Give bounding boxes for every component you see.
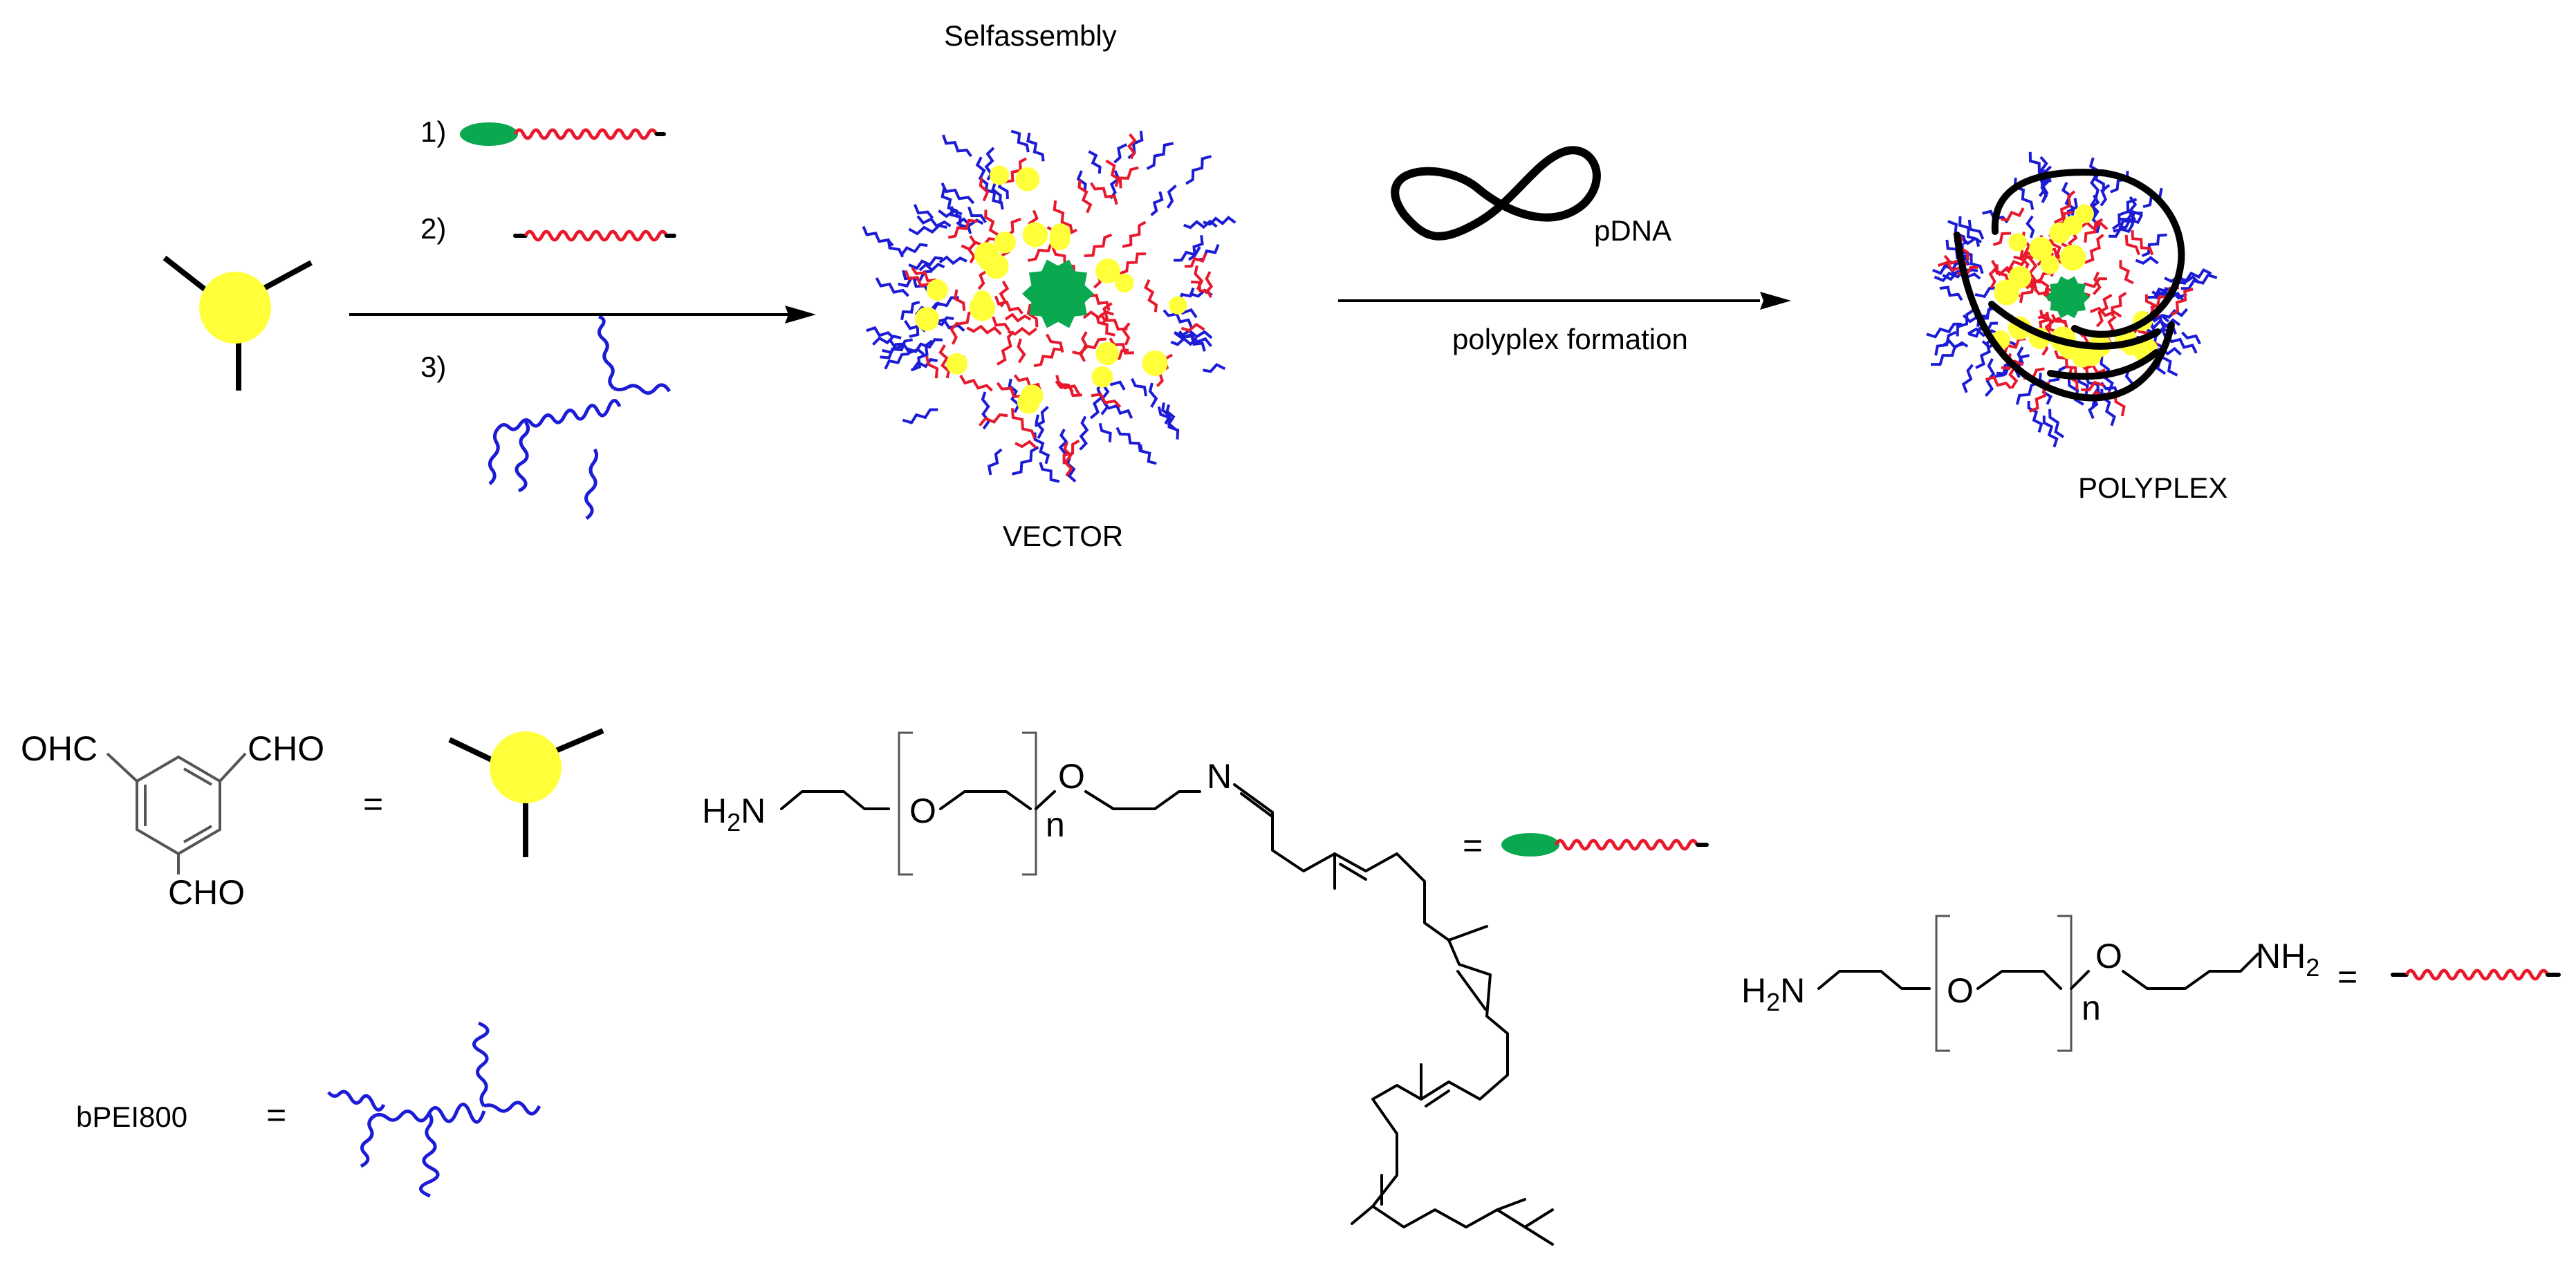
vector-nanoparticle bbox=[862, 129, 1236, 483]
lipid-o2-label: O bbox=[1058, 757, 1085, 796]
vector-label: VECTOR bbox=[1003, 520, 1123, 552]
lipid-peg-symbol-legend bbox=[1501, 833, 1709, 857]
pdna-label: pDNA bbox=[1594, 214, 1671, 247]
pdna-plasmid-symbol bbox=[1391, 146, 1601, 241]
polyplex-particle bbox=[1926, 151, 2218, 448]
equals-lipid: = bbox=[1463, 826, 1483, 865]
polyplex-formation-label: polyplex formation bbox=[1452, 323, 1688, 355]
peg-diamine-component-symbol bbox=[513, 232, 676, 240]
polyplex-label: POLYPLEX bbox=[2078, 471, 2227, 504]
assembly-arrow bbox=[349, 306, 816, 324]
step-2-label: 2) bbox=[420, 212, 446, 245]
equals-bpei: = bbox=[266, 1096, 286, 1134]
bpei-component-symbol bbox=[488, 315, 671, 521]
lipid-h2n-label: H2N bbox=[702, 792, 766, 836]
step-1-label: 1) bbox=[420, 115, 446, 148]
trialdehyde-structure: OHC CHO CHO bbox=[21, 729, 324, 912]
peg-diamine-symbol-legend bbox=[2391, 971, 2561, 979]
peg-o1-label: O bbox=[1947, 971, 1974, 1010]
peg-o2-label: O bbox=[2095, 937, 2122, 975]
peg-h2n-label: H2N bbox=[1741, 971, 1805, 1016]
lipid-peg-structure: H2N O n O N bbox=[702, 731, 1554, 1246]
lipid-n-subscript: n bbox=[1046, 805, 1065, 844]
polyplex-arrow bbox=[1338, 292, 1791, 310]
peg-diamine-structure: H2N O n O NH2 bbox=[1741, 915, 2319, 1052]
step-3-label: 3) bbox=[420, 350, 446, 383]
lipid-imine-n-label: N bbox=[1207, 757, 1232, 796]
trialdehyde-core-symbol bbox=[163, 255, 313, 391]
aldehyde-cho-right-label: CHO bbox=[248, 729, 324, 768]
equals-peg: = bbox=[2337, 957, 2357, 996]
lipid-peg-component-symbol bbox=[460, 122, 666, 146]
aldehyde-cho-bottom-label: CHO bbox=[168, 873, 245, 912]
selfassembly-label: Selfassembly bbox=[944, 19, 1117, 52]
bpei-symbol-legend bbox=[327, 1021, 541, 1198]
bpei-label: bPEI800 bbox=[76, 1101, 187, 1133]
lipid-o1-label: O bbox=[909, 792, 936, 830]
trialdehyde-symbol-legend bbox=[448, 728, 604, 857]
equals-trialdehyde: = bbox=[363, 785, 383, 823]
peg-nh2-label: NH2 bbox=[2256, 937, 2319, 982]
aldehyde-ohc-label: OHC bbox=[21, 729, 98, 768]
peg-n-subscript: n bbox=[2082, 989, 2101, 1027]
